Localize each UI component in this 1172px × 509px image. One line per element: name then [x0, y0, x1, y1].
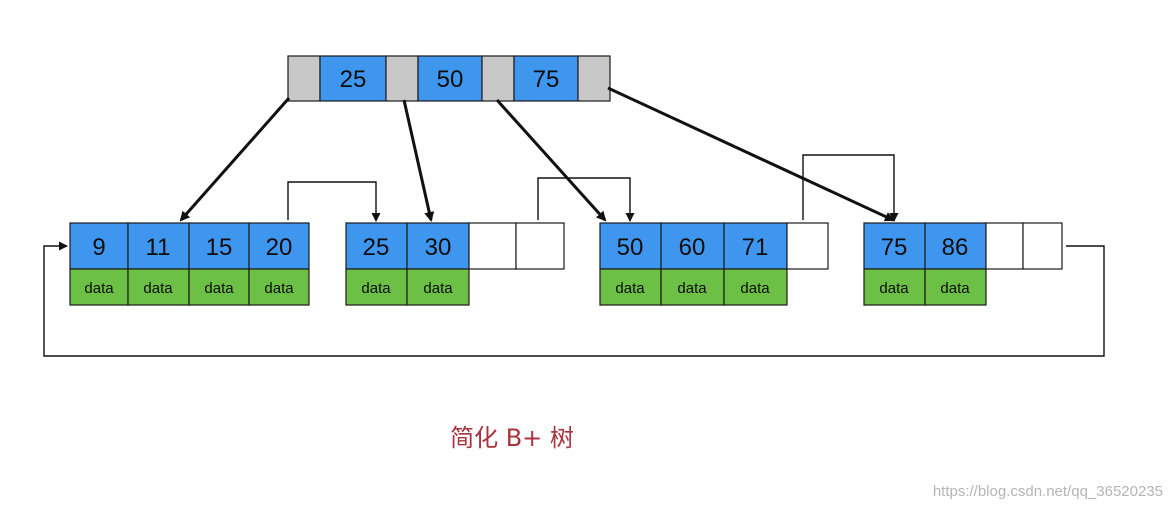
root-key: 50	[437, 66, 464, 93]
leaf-data-cell	[69, 268, 129, 306]
leaf-data-cell	[127, 268, 190, 306]
leaf-data-cell	[599, 268, 662, 306]
leaf-data-label: data	[677, 280, 707, 297]
child-pointer-arrows	[179, 86, 895, 222]
leaf-key: 50	[617, 234, 644, 261]
leaf-data-label: data	[264, 280, 294, 297]
sibling-link-arrow	[537, 177, 635, 222]
sibling-link-arrow	[287, 181, 381, 222]
leaf-empty-cell	[468, 222, 517, 270]
circular-link-arrow	[43, 241, 1105, 357]
leaf-key: 20	[266, 234, 293, 261]
root-key-cell	[417, 55, 483, 102]
root-pointer-cell	[287, 55, 321, 102]
child-pointer-arrow	[402, 99, 435, 222]
leaf-key: 11	[146, 234, 171, 261]
leaf-key: 25	[363, 234, 390, 261]
child-pointer-arrow	[607, 86, 895, 222]
leaf-empty-cell	[1022, 222, 1063, 270]
leaf-key: 60	[679, 234, 706, 261]
root-pointer-cell	[385, 55, 419, 102]
root-key-cell	[513, 55, 579, 102]
leaf-data-label: data	[940, 280, 970, 297]
leaf-data-label: data	[361, 280, 391, 297]
leaf-empty-cell	[786, 222, 829, 270]
leaf-key: 15	[206, 234, 233, 261]
watermark: https://blog.csdn.net/qq_36520235	[933, 483, 1163, 500]
leaf-data-label: data	[143, 280, 173, 297]
root-key-cell	[319, 55, 387, 102]
leaf-data-label: data	[423, 280, 453, 297]
leaf-data-label: data	[84, 280, 114, 297]
leaf-data-cell	[660, 268, 725, 306]
leaf-key-cell	[660, 222, 725, 270]
diagram-caption: 简化 B+ 树	[450, 424, 574, 452]
root-pointer-cell	[577, 55, 611, 102]
child-pointer-arrow	[495, 98, 607, 222]
sibling-link-arrows	[43, 154, 1105, 357]
leaf-data-cell	[345, 268, 408, 306]
leaf-key-cell	[599, 222, 662, 270]
leaf-key-cell	[723, 222, 788, 270]
leaf-node-3: 50 60 71 data data data	[599, 222, 829, 306]
leaf-key-cell	[924, 222, 987, 270]
root-key: 25	[340, 66, 367, 93]
leaf-data-cell	[723, 268, 788, 306]
leaf-data-cell	[406, 268, 470, 306]
leaf-node-4: 75 86 data data	[863, 222, 1063, 306]
leaf-data-cell	[924, 268, 987, 306]
root-node: 25 50 75	[287, 55, 611, 102]
root-key: 75	[533, 66, 560, 93]
leaf-data-label: data	[204, 280, 234, 297]
leaf-key: 71	[742, 234, 769, 261]
leaf-data-label: data	[740, 280, 770, 297]
leaf-node-2: 25 30 data data	[345, 222, 565, 306]
leaf-key: 9	[92, 234, 105, 261]
child-pointer-arrow	[179, 97, 291, 222]
leaf-key: 30	[425, 234, 452, 261]
leaf-empty-cell	[985, 222, 1024, 270]
leaf-empty-cell	[515, 222, 565, 270]
sibling-link-arrow	[802, 154, 899, 222]
leaf-node-1: 9 11 15 20 data data data data	[69, 222, 310, 306]
leaf-data-cell	[188, 268, 250, 306]
root-pointer-cell	[481, 55, 515, 102]
leaf-key-cell	[188, 222, 250, 270]
leaf-key: 86	[942, 234, 969, 261]
leaf-key-cell	[345, 222, 408, 270]
leaf-key: 75	[881, 234, 908, 261]
leaf-data-label: data	[879, 280, 909, 297]
leaf-key-cell	[863, 222, 926, 270]
leaf-data-cell	[248, 268, 310, 306]
leaf-data-label: data	[615, 280, 645, 297]
